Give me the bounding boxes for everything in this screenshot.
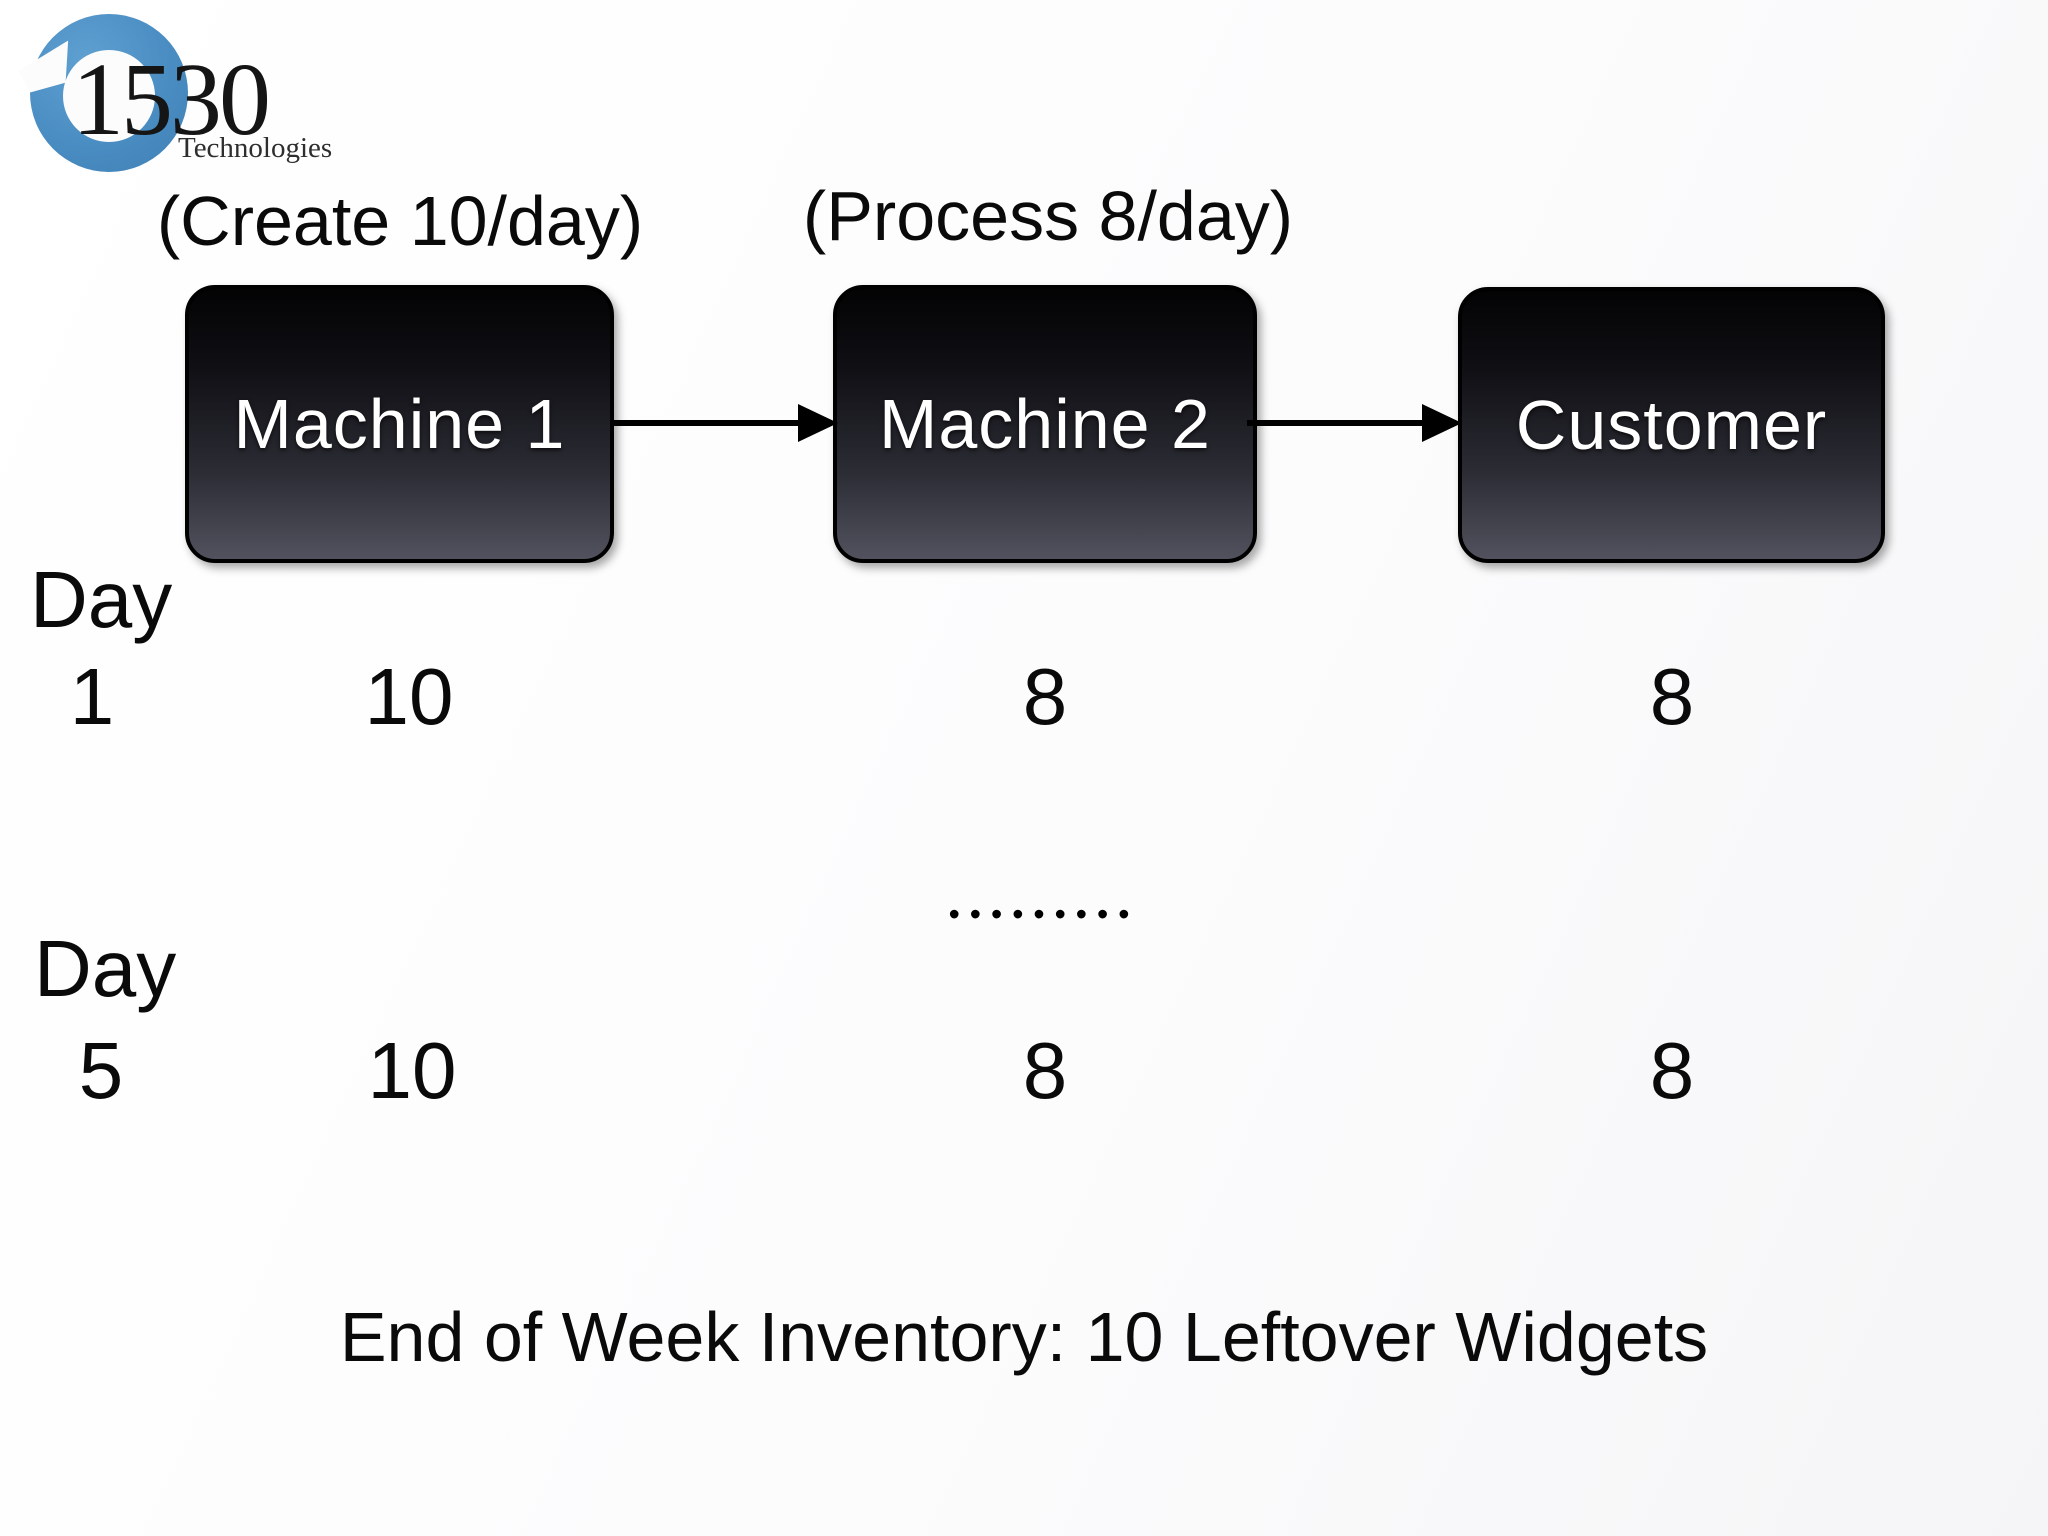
logo-subtitle: Technologies [178,132,333,164]
arrow-machine1-to-machine2 [614,404,838,442]
node-customer: Customer [1458,287,1885,563]
day5-row-number: 5 [78,1026,124,1115]
day5-machine2-value: 8 [1022,1026,1068,1115]
day1-machine1-value: 10 [364,652,454,741]
node-customer-label: Customer [1515,386,1828,464]
day1-customer-value: 8 [1649,652,1695,741]
day1-row-label: Day [30,555,173,644]
company-logo: 1530 Technologies [0,0,420,200]
node-machine-2: Machine 2 [833,285,1257,563]
arrow-machine2-to-customer [1247,404,1462,442]
day1-machine2-value: 8 [1022,652,1068,741]
annotation-create-rate: (Create 10/day) [156,182,644,260]
annotation-process-rate: (Process 8/day) [802,177,1294,255]
ellipsis-dots: ••••••••• [948,896,1140,932]
logo-number: 1530 [72,42,271,157]
day1-row-number: 1 [69,652,115,741]
end-of-week-summary: End of Week Inventory: 10 Leftover Widge… [339,1298,1709,1376]
node-machine-2-label: Machine 2 [879,385,1211,463]
node-machine-1-label: Machine 1 [233,385,566,463]
node-machine-1: Machine 1 [185,285,614,563]
day5-machine1-value: 10 [367,1026,457,1115]
logo-swirl-hole [63,50,155,142]
day5-row-label: Day [34,924,177,1013]
day5-customer-value: 8 [1649,1026,1695,1115]
